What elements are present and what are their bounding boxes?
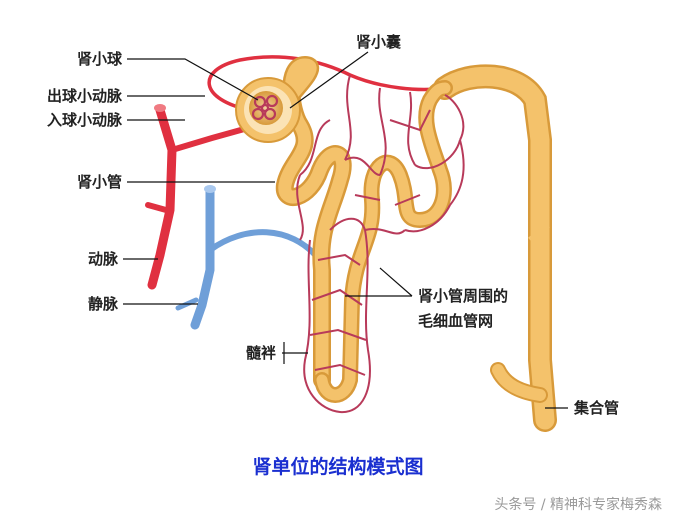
renal-tubule xyxy=(269,55,352,389)
label-efferent-arteriole: 出球小动脉 xyxy=(47,87,123,105)
label-loop: 髓袢 xyxy=(246,344,276,362)
label-collecting-duct: 集合管 xyxy=(573,399,619,417)
renal-corpuscle xyxy=(235,77,301,143)
label-peritubular-1: 肾小管周围的 xyxy=(418,287,508,305)
efferent-arteriole xyxy=(207,55,446,112)
label-vein: 静脉 xyxy=(88,295,119,313)
label-capsule: 肾小囊 xyxy=(356,33,402,51)
collecting-duct xyxy=(433,64,557,432)
label-afferent-arteriole: 入球小动脉 xyxy=(47,111,123,129)
figure-caption: 肾单位的结构模式图 xyxy=(252,456,424,478)
capillary-network xyxy=(296,74,465,414)
vein-vessel xyxy=(175,185,321,330)
label-peritubular-2: 毛细血管网 xyxy=(418,312,493,330)
label-artery: 动脉 xyxy=(88,250,119,268)
artery-vessel xyxy=(145,104,251,290)
leader-lines xyxy=(123,51,568,409)
watermark: 头条号 / 精神科专家梅秀森 xyxy=(494,497,662,513)
label-renal-corpuscle: 肾小球 xyxy=(77,50,123,68)
label-renal-tubule: 肾小管 xyxy=(77,173,122,191)
